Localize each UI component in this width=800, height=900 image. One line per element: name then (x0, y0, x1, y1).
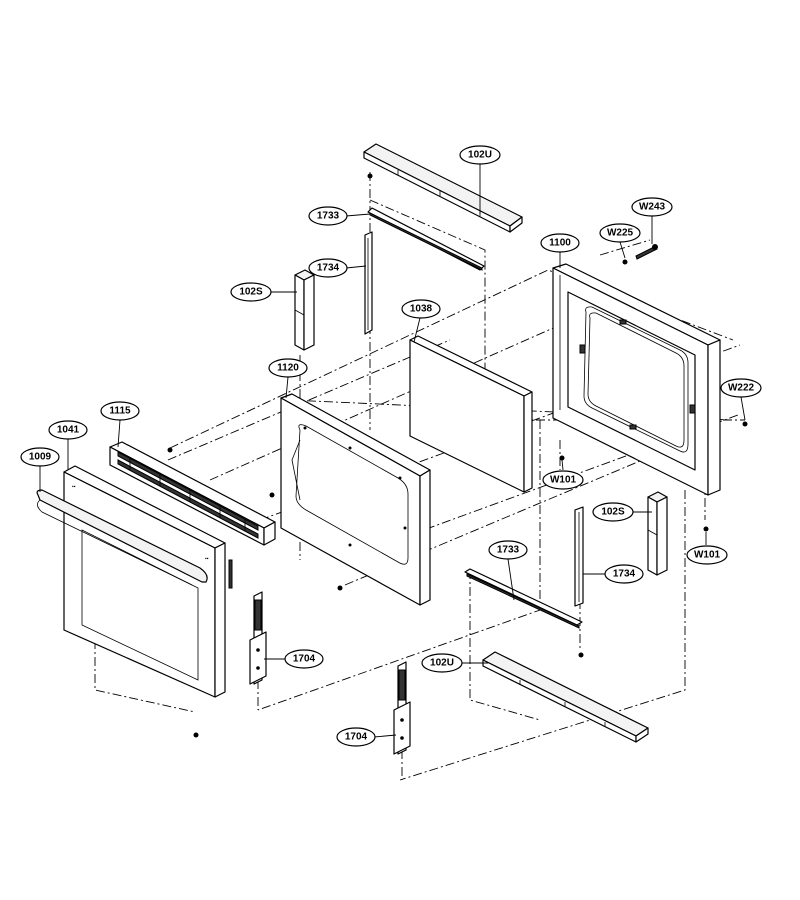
glass-panel-1038 (409, 335, 533, 493)
svg-text:1734: 1734 (317, 263, 340, 274)
leader-lines (39, 164, 746, 738)
top-trim-bar-102U (363, 143, 523, 233)
callout-1041: 1041 (48, 420, 88, 440)
callout-1115: 1115 (100, 401, 140, 421)
callout-W225: W225 (599, 223, 641, 243)
screw-icon (703, 526, 709, 532)
vertical-strip-1734-bottom (574, 506, 584, 607)
screw-icon (367, 173, 373, 179)
svg-text:▪▪: ▪▪ (72, 484, 76, 490)
svg-text:1120: 1120 (277, 363, 299, 374)
svg-text:1100: 1100 (549, 238, 571, 249)
svg-text:1115: 1115 (109, 406, 131, 417)
callout-102S-right: 102S (592, 502, 634, 522)
svg-text:W222: W222 (728, 383, 755, 394)
bottom-strip-1733 (464, 568, 583, 629)
svg-text:1733: 1733 (497, 545, 520, 556)
top-strip-1733 (367, 207, 485, 271)
svg-text:1038: 1038 (410, 304, 433, 315)
svg-text:1041: 1041 (57, 425, 80, 436)
bottom-trim-bar-102U (482, 651, 649, 743)
callout-1734-top: 1734 (308, 258, 348, 278)
screw-icon (622, 259, 628, 265)
callout-1704-a: 1704 (284, 649, 324, 669)
screw-icon (193, 732, 199, 738)
svg-text:1734: 1734 (613, 569, 636, 580)
callout-1120: 1120 (268, 358, 308, 378)
callout-1734-bottom: 1734 (604, 564, 644, 584)
screw-icon (635, 244, 658, 260)
screw-icon (337, 585, 343, 591)
svg-text:1733: 1733 (317, 211, 340, 222)
side-spacer-102S-right (647, 491, 668, 576)
side-spacer-102S-left (294, 269, 315, 351)
inner-door-frame-1100 (552, 263, 721, 496)
callout-102U-top: 102U (459, 145, 501, 165)
hinge-1704-left (249, 591, 267, 685)
callout-W222: W222 (720, 378, 762, 398)
svg-text:W101: W101 (550, 475, 577, 486)
svg-text:102U: 102U (430, 658, 454, 669)
callout-1009: 1009 (20, 447, 60, 467)
svg-text:W243: W243 (639, 202, 666, 213)
door-handle-1009 (36, 489, 208, 586)
callout-W101-b: W101 (686, 545, 728, 565)
vertical-strip-1734-top (364, 231, 373, 335)
hinge-1704-right (393, 661, 411, 755)
callout-1733-bottom: 1733 (488, 540, 528, 560)
svg-text:102S: 102S (601, 507, 625, 518)
screw-icon (578, 652, 584, 658)
callout-W243: W243 (631, 197, 673, 217)
svg-text:102S: 102S (239, 287, 263, 298)
callout-1038: 1038 (401, 299, 441, 319)
callout-102S-left: 102S (230, 282, 272, 302)
callout-W101-a: W101 (542, 470, 584, 490)
callout-1100: 1100 (540, 233, 580, 253)
screw-icon (269, 492, 275, 498)
svg-text:102U: 102U (468, 150, 492, 161)
svg-text:1704: 1704 (293, 654, 316, 665)
screw-icon (167, 447, 173, 453)
svg-text:1009: 1009 (29, 452, 52, 463)
callout-1704-b: 1704 (336, 727, 376, 747)
svg-text:W101: W101 (694, 550, 721, 561)
svg-text:W225: W225 (607, 228, 634, 239)
screw-icon (742, 421, 748, 427)
middle-door-frame-1120 (280, 393, 431, 606)
vent-trim-1115 (109, 441, 276, 546)
svg-text:▪▪: ▪▪ (205, 556, 209, 562)
callout-1733-top: 1733 (308, 206, 348, 226)
svg-text:1704: 1704 (345, 732, 368, 743)
screw-icon (559, 455, 565, 461)
callout-102U-bottom: 102U (421, 653, 463, 673)
